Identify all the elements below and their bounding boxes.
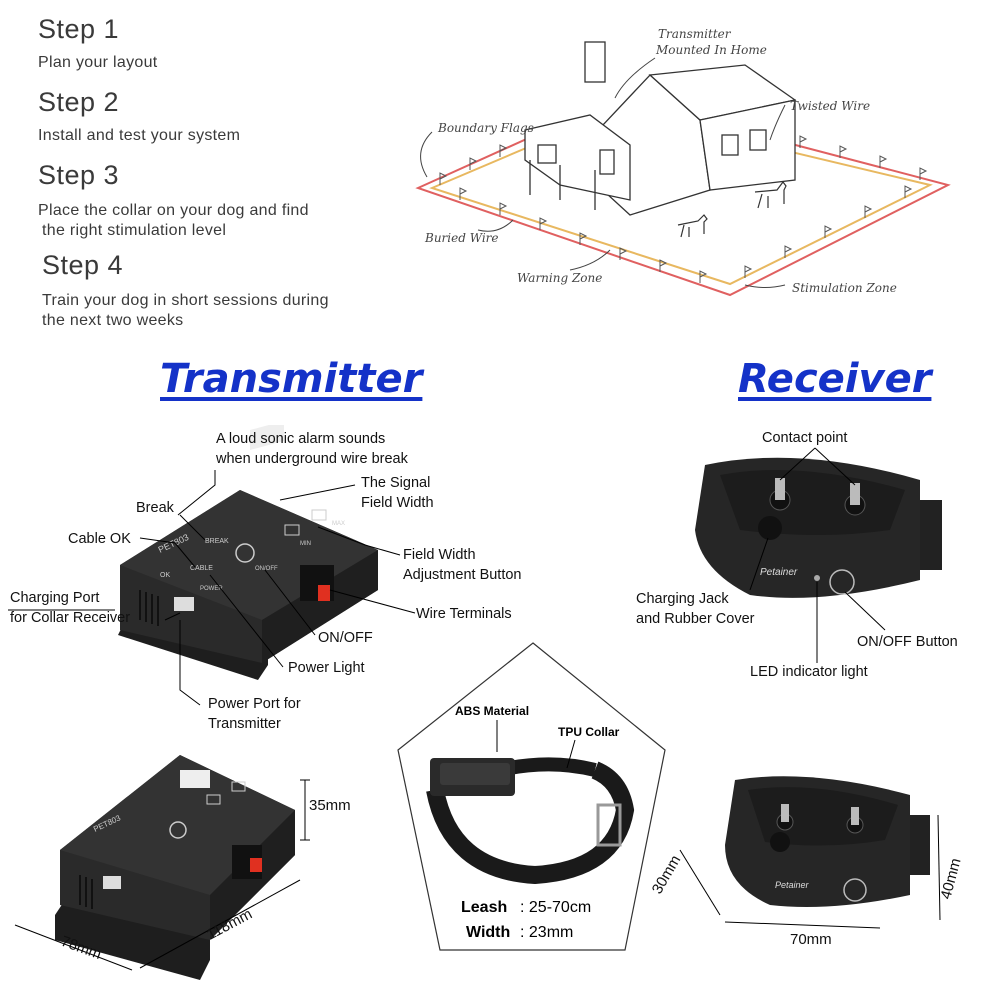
alarm-label-1: A loud sonic alarm sounds bbox=[216, 431, 385, 447]
dim-height: 35mm bbox=[309, 797, 351, 814]
power-port-label-2: Transmitter bbox=[208, 716, 281, 732]
power-light-label: Power Light bbox=[288, 660, 365, 676]
dim-receiver-length: 70mm bbox=[790, 931, 832, 948]
led-indicator-label: LED indicator light bbox=[750, 664, 868, 680]
step-1-title: Step 1 bbox=[38, 14, 120, 44]
receiver-diagram: Petainer Contact point Charging Jack and… bbox=[636, 430, 958, 680]
pentagon-frame bbox=[397, 642, 666, 951]
transmitter-dimensions-diagram: PET803 35mm 118mm 78mm bbox=[14, 755, 351, 980]
receiver-brand-print: Petainer bbox=[760, 567, 798, 578]
device-min-print: MIN bbox=[300, 541, 311, 547]
signal-label-2: Field Width bbox=[361, 495, 434, 511]
stimulation-wire bbox=[415, 130, 951, 297]
label-boundary-flags: Boundary Flags bbox=[437, 121, 534, 135]
width-key: Width bbox=[466, 924, 510, 941]
receiver-brand-print-2: Petainer bbox=[775, 880, 810, 890]
receiver-leaders bbox=[749, 447, 886, 663]
transmitter-body bbox=[118, 425, 378, 680]
receiver-body bbox=[695, 457, 942, 598]
field-width-label-1: Field Width bbox=[403, 547, 476, 563]
step-1-desc: Plan your layout bbox=[38, 54, 158, 71]
device-onoff-print: ON/OFF bbox=[255, 566, 278, 572]
collar-leaders bbox=[496, 720, 576, 769]
step-4-desc: Train your dog in short sessions during bbox=[42, 292, 329, 309]
label-warning-zone: Warning Zone bbox=[517, 271, 602, 285]
label-transmitter: Transmitter bbox=[658, 27, 732, 41]
device-ok-print: OK bbox=[160, 572, 170, 579]
callout-arrows bbox=[420, 57, 786, 288]
step-3-desc-2: the right stimulation level bbox=[42, 222, 227, 239]
label-twisted-wire: Twisted Wire bbox=[790, 99, 870, 113]
collar-diagram: ABS Material TPU Collar Leash : 25-70cm … bbox=[397, 642, 666, 951]
receiver-dimension-lines bbox=[679, 814, 941, 929]
step-4-title: Step 4 bbox=[42, 250, 124, 280]
dim-receiver-height: 30mm bbox=[649, 852, 685, 897]
device-power-print: POWER bbox=[200, 586, 223, 592]
boundary-flags bbox=[439, 135, 928, 283]
transmitter-leaders bbox=[8, 470, 416, 706]
fence-layout-diagram: Transmitter Mounted In Home Twisted Wire… bbox=[415, 27, 951, 297]
label-buried-wire: Buried Wire bbox=[424, 231, 499, 245]
alarm-label-2: when underground wire break bbox=[215, 451, 409, 467]
leash-value: : 25-70cm bbox=[520, 899, 591, 916]
charging-port-label-1: Charging Port bbox=[10, 590, 99, 606]
house-sketch bbox=[524, 41, 797, 216]
device-cable-print: CABLE bbox=[190, 565, 213, 572]
width-value: : 23mm bbox=[520, 924, 573, 941]
label-stimulation-zone: Stimulation Zone bbox=[792, 281, 897, 295]
wire-terminals-label: Wire Terminals bbox=[416, 606, 512, 622]
break-label: Break bbox=[136, 500, 175, 516]
charging-port-label-2: for Collar Receiver bbox=[10, 610, 130, 626]
receiver-body-2 bbox=[725, 776, 930, 908]
tpu-collar-label: TPU Collar bbox=[558, 725, 620, 739]
device-break-print: BREAK bbox=[205, 538, 229, 545]
contact-point-label: Contact point bbox=[762, 430, 847, 446]
onoff-label: ON/OFF bbox=[318, 630, 373, 646]
transmitter-diagram: PET803 OK CABLE BREAK POWER ON/OFF MIN M… bbox=[8, 425, 522, 732]
collar-strap bbox=[426, 757, 635, 885]
leash-key: Leash bbox=[461, 899, 507, 916]
usb-port bbox=[174, 597, 194, 611]
field-width-label-2: Adjustment Button bbox=[403, 567, 522, 583]
min-button bbox=[284, 524, 300, 536]
step-3-desc: Place the collar on your dog and find bbox=[38, 202, 309, 219]
dim-receiver-width: 40mm bbox=[937, 856, 964, 901]
signal-label-1: The Signal bbox=[361, 475, 430, 491]
receiver-heading: Receiver bbox=[738, 356, 932, 402]
step-2-title: Step 2 bbox=[38, 87, 120, 117]
max-button bbox=[311, 509, 327, 521]
onoff-button-label: ON/OFF Button bbox=[857, 634, 958, 650]
transmitter-body-2 bbox=[55, 755, 295, 980]
cable-ok-label: Cable OK bbox=[68, 531, 131, 547]
receiver-dimensions-diagram: Petainer 30mm 70mm 40mm bbox=[649, 776, 965, 948]
step-3-title: Step 3 bbox=[38, 160, 120, 190]
charging-jack-label-2: and Rubber Cover bbox=[636, 611, 755, 627]
wire-terminal-red bbox=[318, 585, 330, 601]
power-port-label-1: Power Port for bbox=[208, 696, 301, 712]
transmitter-heading: Transmitter bbox=[160, 356, 423, 402]
step-2-desc: Install and test your system bbox=[38, 127, 241, 144]
dog-sketches bbox=[677, 181, 787, 238]
step-4-desc-2: the next two weeks bbox=[42, 312, 184, 329]
charging-jack-label-1: Charging Jack bbox=[636, 591, 729, 607]
dimension-lines bbox=[14, 779, 310, 971]
label-mounted-in-home: Mounted In Home bbox=[655, 43, 767, 57]
device-max-print: MAX bbox=[332, 521, 345, 527]
onoff-button bbox=[235, 543, 255, 563]
abs-material-label: ABS Material bbox=[455, 704, 529, 718]
